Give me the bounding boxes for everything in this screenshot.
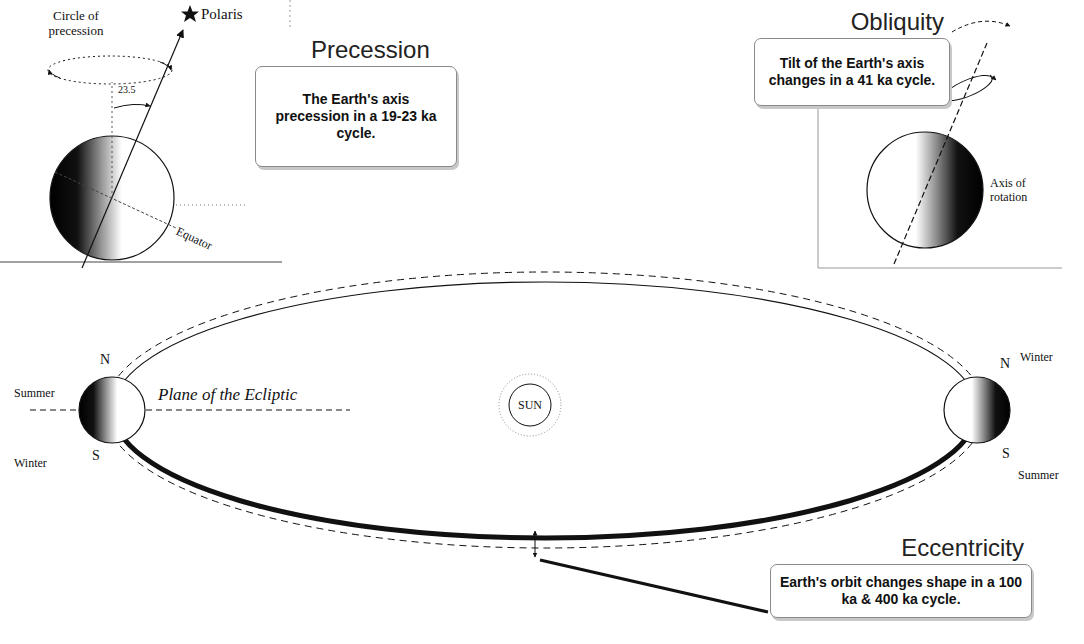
sun-halo xyxy=(499,374,561,436)
precession-arrow xyxy=(49,70,60,78)
description-box: Tilt of the Earth's axis changes in a 41… xyxy=(754,38,950,106)
section-heading: Eccentricity xyxy=(770,532,1032,564)
sun-circle-outline xyxy=(509,384,551,426)
description-box: Earth's orbit changes shape in a 100 ka … xyxy=(770,564,1032,618)
ecliptic-reference xyxy=(176,205,248,206)
ecliptic-plane xyxy=(30,410,78,411)
ecliptic-plane xyxy=(146,410,350,411)
diagram-label: N xyxy=(100,352,110,368)
diagram-label: Winter xyxy=(1020,350,1053,364)
diagram-label: N xyxy=(1000,356,1010,372)
panel-border xyxy=(0,262,282,263)
earth-globe xyxy=(944,377,1010,443)
diagram-label: Circle of precession xyxy=(28,8,124,38)
tilt-change-arrow xyxy=(952,21,1010,32)
diagram-label: 23.5 xyxy=(118,84,136,96)
diagram-label: Summer xyxy=(14,386,55,400)
precession-circle xyxy=(48,56,172,84)
earth-globe xyxy=(79,377,145,443)
diagram-label: Polaris xyxy=(201,6,243,23)
earth-axis xyxy=(82,30,183,268)
polaris-star xyxy=(181,5,199,22)
diagram-label: Equator xyxy=(174,224,214,253)
sun-label: SUN xyxy=(518,398,542,413)
tilt-angle-arrow xyxy=(114,104,150,108)
description-box: The Earth's axis precession in a 19-23 k… xyxy=(255,66,457,167)
orbit-thick xyxy=(113,410,977,538)
description-text: Earth's orbit changes shape in a 100 ka … xyxy=(779,574,1023,608)
section-heading: Precession xyxy=(255,34,460,66)
description-text: Tilt of the Earth's axis changes in a 41… xyxy=(763,55,941,89)
leader-line xyxy=(540,560,768,612)
eccentricity-arrow xyxy=(535,531,536,557)
vertical-reference xyxy=(112,82,113,198)
section-heading: Obliquity xyxy=(678,6,950,38)
panel-divider xyxy=(290,0,291,30)
diagram-label: Plane of the Ecliptic xyxy=(158,385,297,405)
diagram-label: Summer xyxy=(1018,468,1059,482)
earth-globe xyxy=(867,132,983,248)
diagram-label: S xyxy=(1002,446,1010,462)
orbit xyxy=(113,282,977,538)
diagram-label: Winter xyxy=(14,456,47,470)
text-box: EccentricityEarth's orbit changes shape … xyxy=(770,532,1032,618)
text-box: ObliquityTilt of the Earth's axis change… xyxy=(678,6,950,106)
diagram-label: Axis of rotation xyxy=(990,176,1052,204)
sun-circle: SUN xyxy=(508,383,552,427)
rotation-arrow xyxy=(990,75,996,80)
panel-border xyxy=(818,268,1062,269)
orbit-dashed xyxy=(105,272,985,548)
diagram-label: S xyxy=(92,448,100,464)
equator-line xyxy=(55,172,176,228)
description-text: The Earth's axis precession in a 19-23 k… xyxy=(266,91,446,142)
text-box: PrecessionThe Earth's axis precession in… xyxy=(255,34,460,167)
